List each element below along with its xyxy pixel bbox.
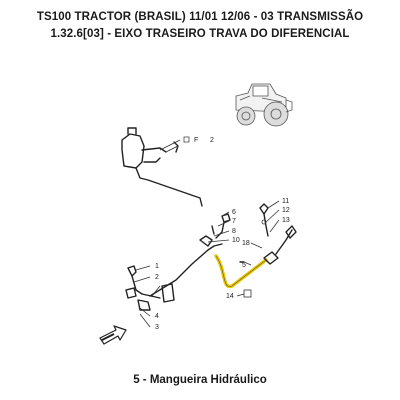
callout-13: 13 xyxy=(282,217,290,224)
callout-5: 5 xyxy=(242,262,246,269)
callout-3: 3 xyxy=(155,324,159,331)
callout-f2: F 2 xyxy=(183,136,214,144)
callout-2: 2 xyxy=(155,274,159,281)
callout-label-f2: 2 xyxy=(210,137,214,144)
right-side-fittings xyxy=(211,203,297,265)
callout-10: 10 xyxy=(232,237,240,244)
tractor-thumbnail-icon xyxy=(235,83,293,127)
page-title-line-2: 1.32.6[03] - EIXO TRASEIRO TRAVA DO DIFE… xyxy=(50,28,350,40)
callout-1: 1 xyxy=(155,263,159,270)
line-fitting xyxy=(199,235,213,247)
callout-14: 14 xyxy=(226,293,234,300)
reservoir-assembly xyxy=(121,127,203,207)
part-caption: 5 - Mangueira Hidráulico xyxy=(133,374,267,386)
callout-8: 8 xyxy=(232,228,236,235)
item-14-marker xyxy=(243,289,252,298)
svg-text:F: F xyxy=(194,137,198,144)
callout-6: 6 xyxy=(232,209,236,216)
page-title-line-1: TS100 TRACTOR (BRASIL) 11/01 12/06 - 03 … xyxy=(36,11,364,23)
callout-7: 7 xyxy=(232,218,236,225)
callout-4: 4 xyxy=(155,313,159,320)
callout-11: 11 xyxy=(282,198,289,205)
direction-arrow-icon xyxy=(99,325,127,345)
lower-left-fittings xyxy=(125,265,175,311)
hydraulic-hose-highlight xyxy=(214,254,268,289)
callout-12: 12 xyxy=(282,207,290,214)
steel-brake-line xyxy=(149,243,223,297)
callout-18: 18 xyxy=(242,240,250,247)
leader-lines xyxy=(133,200,280,328)
